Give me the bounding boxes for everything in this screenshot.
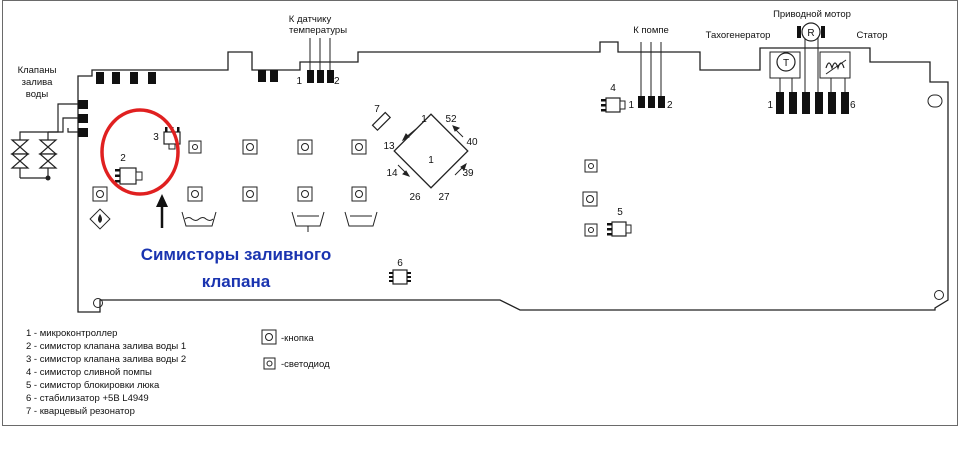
motor-brush-left [797,26,801,38]
motor-brush-right [821,26,825,38]
stator-arrow [825,59,847,75]
component-5-label: 5 [617,207,623,218]
component-4-label: 4 [610,83,616,94]
top-left-connector [96,72,156,84]
key-button-label: -кнопка [281,333,314,344]
temp-pin-2: 2 [334,76,340,87]
ic-pin-arrows [397,125,467,177]
component-7-label: 7 [374,104,380,115]
triac-4 [601,97,626,113]
pump-pin-1: 1 [628,100,634,111]
callout-line-2: клапана [202,272,271,291]
mount-hole [934,290,944,300]
valves-label-1: Клапаны [18,65,57,76]
ic-pin-1: 1 [421,114,427,125]
button-symbols [92,139,598,207]
pump-label: К помпе [633,25,669,36]
motor-connector [776,92,849,114]
mount-hole [93,298,103,308]
image-frame [2,0,958,426]
junction-dot [45,175,51,181]
led-symbols [188,140,598,237]
mid-connector [258,70,278,82]
ic-pin-14: 14 [386,168,398,179]
basin-icon-1 [181,211,217,227]
ic-pin-13: 13 [383,141,395,152]
valve-connector [78,100,88,137]
key-button: -кнопка [261,329,314,345]
ic-pin-52: 52 [445,114,457,125]
motor-pin-1: 1 [767,100,773,111]
tacho-letter: T [783,58,789,69]
triac-5 [607,221,632,237]
motor-wiring [769,38,851,92]
valve-wiring [19,103,78,179]
legend: 1 - микроконтроллер 2 - симистор клапана… [26,328,186,417]
temp-sensor-connector [307,38,334,83]
highlight-circle [100,108,180,196]
tacho-label: Тахогенератор [706,30,771,41]
motor-letter: R [807,28,814,39]
motor-symbol [801,22,821,42]
regulator-6 [389,269,411,285]
board-outline [77,41,949,313]
legend-item: 3 - симистор клапана залива воды 2 [26,354,186,365]
legend-item: 6 - стабилизатор +5В L4949 [26,393,149,404]
component-6-label: 6 [397,258,403,269]
motor-pin-6: 6 [850,100,856,111]
valve-symbol-1 [10,139,30,169]
callout-arrow-head [156,194,168,207]
legend-item: 5 - симистор блокировки люка [26,380,160,391]
legend-item: 1 - микроконтроллер [26,328,117,339]
basin-icon-3 [344,211,378,227]
triac-2 [115,167,143,185]
callout-line-1: Симисторы заливного [141,245,332,264]
valve-symbol-2 [38,139,58,169]
key-led: -светодиод [263,357,330,370]
component-2-label: 2 [120,153,126,164]
legend-item: 2 - симистор клапана залива воды 1 [26,341,186,352]
ic-pin-26: 26 [409,192,421,203]
valves-label-3: воды [26,89,49,100]
ic-pin-27: 27 [438,192,450,203]
motor-label: Приводной мотор [773,9,851,20]
temp-pin-1: 1 [296,76,302,87]
crystal-7 [371,111,392,132]
tacho-symbol [776,52,796,72]
temp-sensor-label-1: К датчику [289,14,332,25]
legend-item: 4 - симистор сливной помпы [26,367,152,378]
component-3-label: 3 [153,132,159,143]
basin-icon-2 [291,211,325,232]
ic-pin-39: 39 [462,168,474,179]
stator-label: Статор [857,30,888,41]
key-led-label: -светодиод [281,359,330,370]
temp-sensor-label-2: температуры [289,25,347,36]
legend-item: 7 - кварцевый резонатор [26,406,135,417]
diamond-drop-icon [89,208,111,230]
mount-slot [927,94,943,108]
ic-pin-40: 40 [466,137,478,148]
ic-label: 1 [428,155,434,166]
valves-label-2: залива [22,77,53,88]
pump-pin-2: 2 [667,100,673,111]
microcontroller-ic [393,113,469,189]
pump-connector [638,42,665,108]
